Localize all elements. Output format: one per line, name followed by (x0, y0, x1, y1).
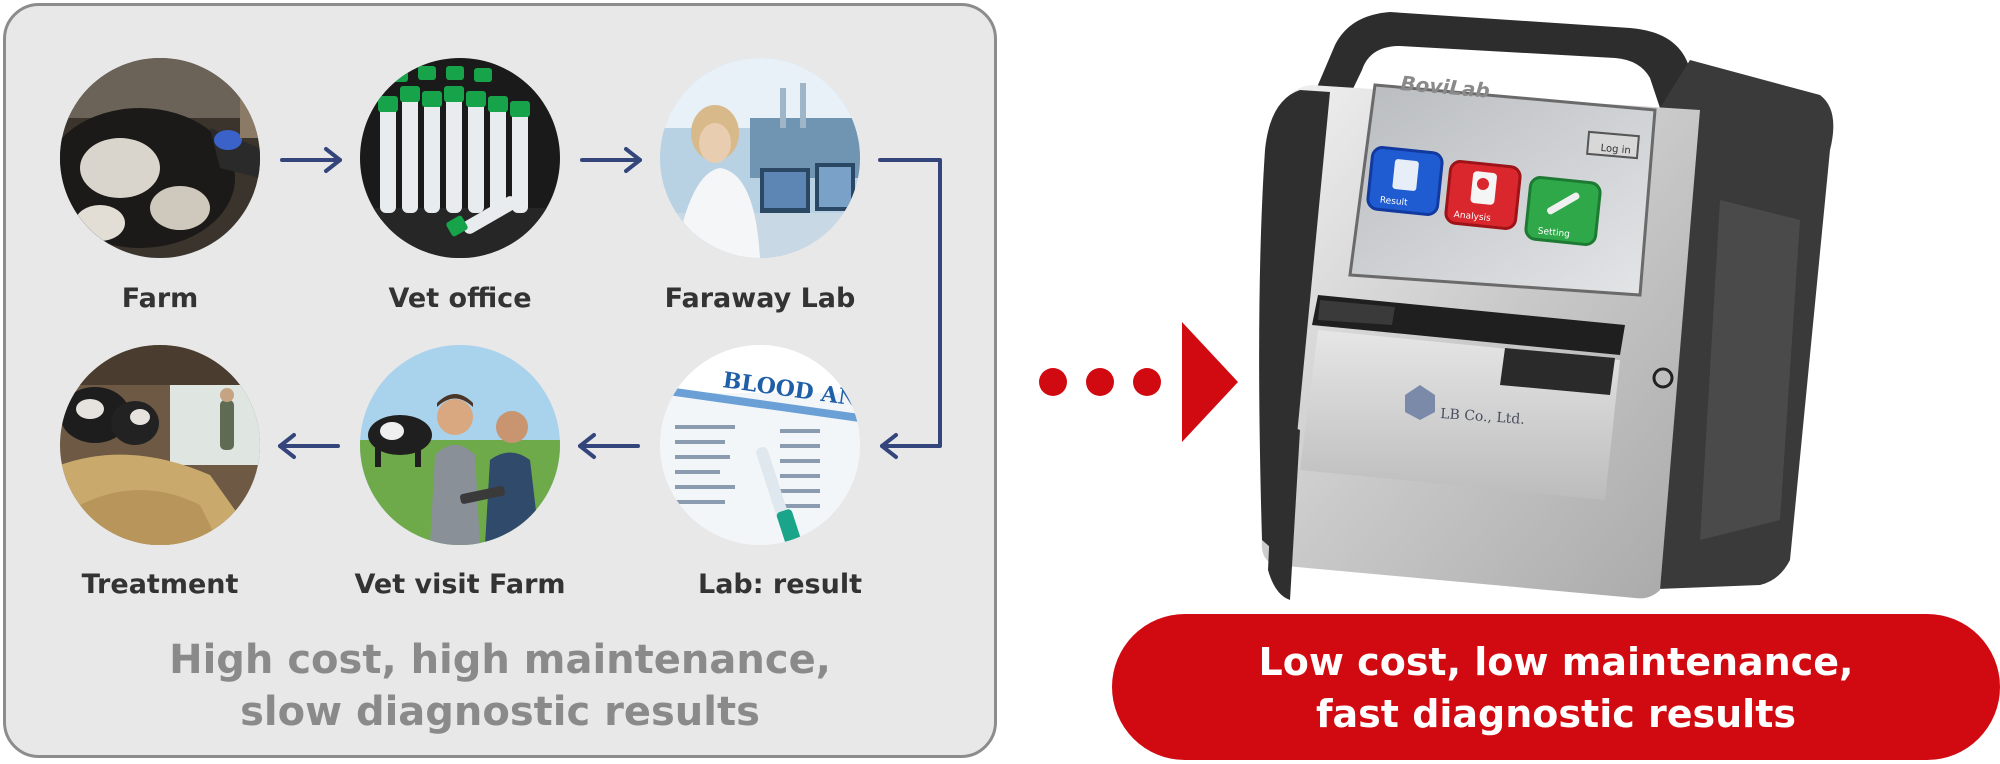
transition-pointer-icon (1039, 322, 1238, 442)
treatment-photo (60, 345, 260, 545)
step-label-farm: Farm (121, 283, 199, 314)
step-label-lab-result: Lab: result (697, 569, 863, 600)
step-label-faraway-lab: Faraway Lab (664, 283, 856, 314)
step-label-vet-office: Vet office (388, 283, 532, 314)
arrow-vet-visit-to-treatment-icon (278, 433, 340, 459)
right-caption-line-2: fast diagnostic results (1316, 692, 1796, 736)
svg-text:Result: Result (1379, 196, 1408, 209)
right-caption-line-1: Low cost, low maintenance, (1258, 640, 1854, 684)
arrow-farm-to-vet-office-icon (280, 147, 342, 173)
left-caption-line-1: High cost, high maintenance, (169, 637, 831, 683)
svg-text:Setting: Setting (1537, 226, 1570, 239)
arrow-lab-to-result-icon (878, 158, 942, 459)
left-caption: High cost, high maintenance, slow diagno… (3, 634, 997, 738)
svg-text:LB Co., Ltd.: LB Co., Ltd. (1440, 406, 1526, 428)
device-login-button: Log in (1586, 130, 1640, 160)
farm-photo (60, 58, 260, 258)
arrow-result-to-vet-visit-icon (578, 433, 640, 459)
setting-app-icon: Setting (1524, 176, 1602, 246)
result-app-icon: Result (1366, 146, 1444, 216)
left-caption-line-2: slow diagnostic results (240, 689, 760, 735)
benefit-pill (1112, 614, 2000, 760)
step-label-treatment: Treatment (81, 569, 239, 600)
vet-office-photo (360, 58, 560, 258)
svg-text:Analysis: Analysis (1453, 210, 1491, 224)
maker-logo: LB Co., Ltd. (1405, 385, 1525, 428)
vet-visit-farm-photo (360, 345, 560, 545)
analysis-app-icon: Analysis (1444, 160, 1522, 230)
step-label-vet-visit-farm: Vet visit Farm (354, 569, 566, 600)
svg-text:Log in: Log in (1600, 143, 1631, 157)
right-caption: Low cost, low maintenance, fast diagnost… (1112, 636, 2000, 740)
arrow-vet-office-to-lab-icon (580, 147, 642, 173)
